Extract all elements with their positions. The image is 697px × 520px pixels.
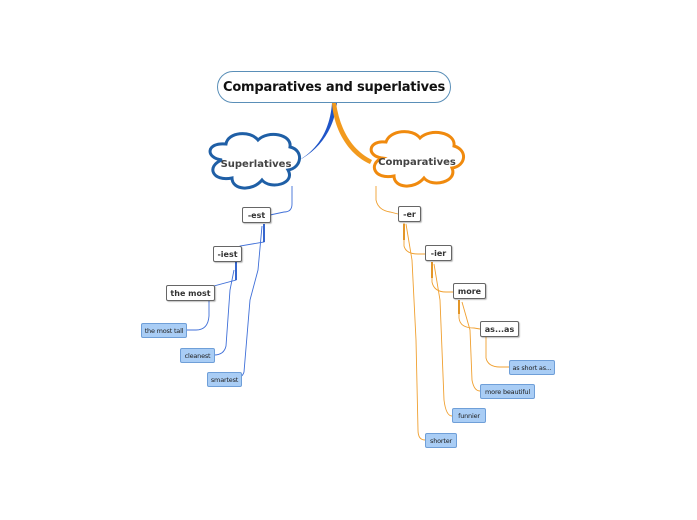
superlatives-label: Superlatives <box>220 159 292 170</box>
node-er[interactable]: -er <box>398 206 421 222</box>
node-as-as-label: as...as <box>484 324 515 334</box>
superlatives-cloud-shape <box>208 132 301 190</box>
root-topic[interactable]: Comparatives and superlatives <box>217 71 451 103</box>
node-the-most[interactable]: the most <box>166 285 215 301</box>
node-as-as[interactable]: as...as <box>480 321 519 337</box>
node-the-most-label: the most <box>170 288 211 298</box>
node-iest[interactable]: -iest <box>213 246 242 262</box>
leaf-smartest-label: smartest <box>210 375 239 384</box>
node-ier[interactable]: -ier <box>425 245 452 261</box>
node-iest-label: -iest <box>217 249 238 259</box>
leaf-as-short-as-label: as short as... <box>512 363 552 372</box>
node-ier-label: -ier <box>430 248 447 258</box>
leaf-the-most-tall[interactable]: the most tall <box>141 323 187 338</box>
comparatives-topic[interactable]: Comparatives <box>378 157 456 168</box>
comparatives-label: Comparatives <box>378 157 456 168</box>
leaf-funnier[interactable]: funnier <box>452 408 486 423</box>
leaf-smartest[interactable]: smartest <box>207 372 242 387</box>
leaf-cleanest-label: cleanest <box>184 351 211 360</box>
branch-superlatives <box>296 103 337 162</box>
leaf-shorter[interactable]: shorter <box>425 433 457 448</box>
node-est[interactable]: -est <box>242 207 271 223</box>
leaf-as-short-as[interactable]: as short as... <box>509 360 555 375</box>
leaf-cleanest[interactable]: cleanest <box>180 348 215 363</box>
leaf-more-beautiful[interactable]: more beautiful <box>480 384 535 399</box>
superlatives-topic[interactable]: Superlatives <box>218 159 294 170</box>
leaf-the-most-tall-label: the most tall <box>144 326 184 335</box>
leaf-shorter-label: shorter <box>430 436 452 445</box>
node-more-label: more <box>457 286 482 296</box>
comparatives-cloud-shape <box>369 130 465 188</box>
node-more[interactable]: more <box>453 283 486 299</box>
branch-comparatives <box>332 103 372 164</box>
node-est-label: -est <box>247 210 266 220</box>
leaf-funnier-label: funnier <box>458 411 480 420</box>
leaf-more-beautiful-label: more beautiful <box>485 387 530 396</box>
root-topic-label: Comparatives and superlatives <box>222 79 446 95</box>
node-er-label: -er <box>403 209 416 219</box>
